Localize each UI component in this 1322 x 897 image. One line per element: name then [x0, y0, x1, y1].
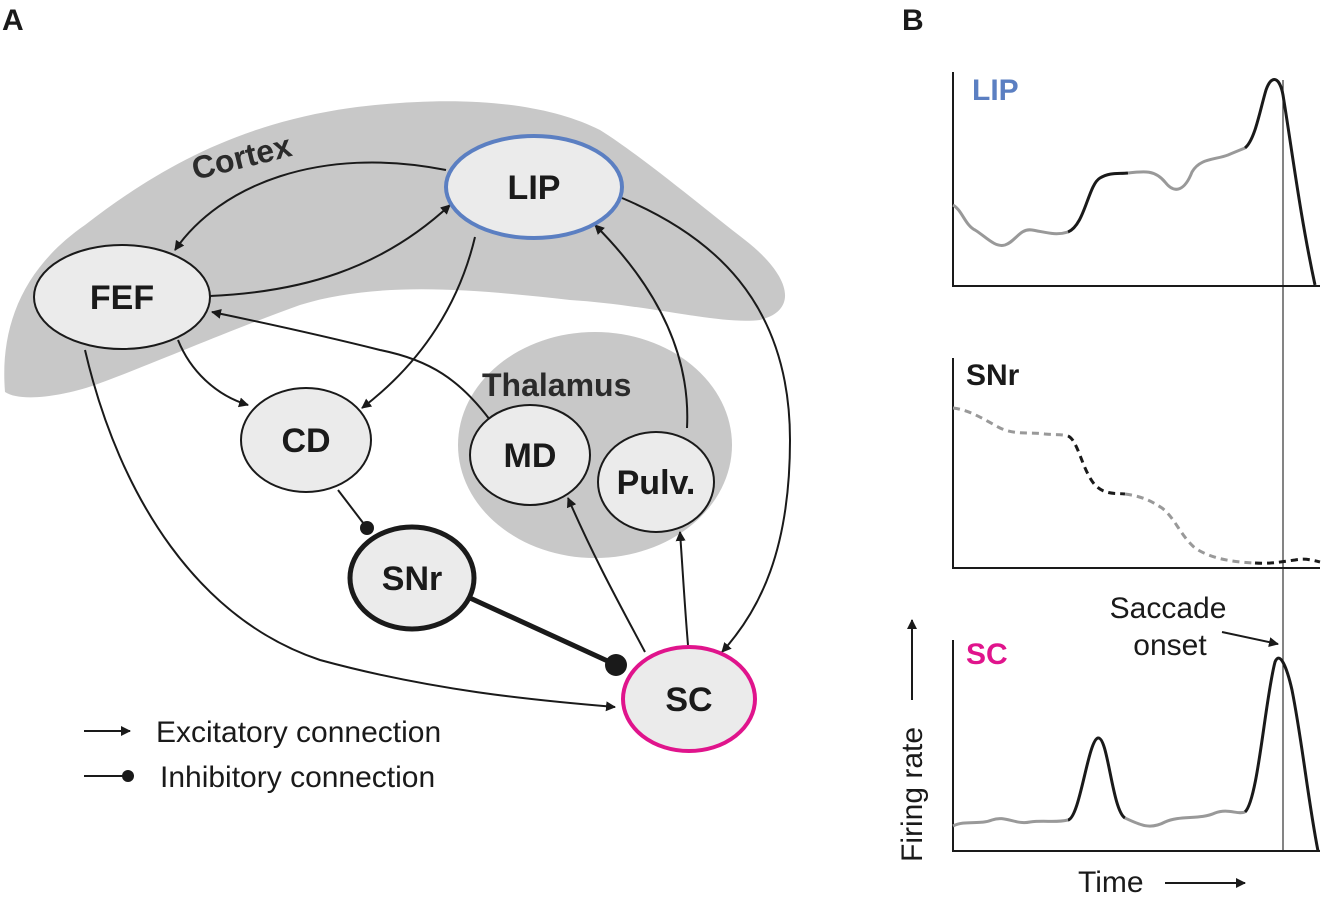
legend-inhibitory-dot: [122, 770, 134, 782]
lip-label: LIP: [508, 169, 561, 207]
lip-to-sc-connection: [621, 197, 792, 653]
cd-to-snr-inhibitory-dot: [360, 521, 374, 535]
cd-to-snr-connection: [337, 489, 368, 529]
lip-trace-black-1: [1067, 171, 1129, 234]
panel-b-label: B: [902, 4, 924, 37]
saccade-label-line1: Saccade: [1110, 592, 1227, 625]
sc-label: SC: [665, 681, 712, 719]
snr-to-sc-inhibitory-dot: [605, 654, 627, 676]
snr-label: SNr: [382, 560, 442, 598]
lip-trace-black-2: [1243, 78, 1317, 286]
snr-to-sc-connection: [468, 595, 614, 666]
pulv-to-lip-connection: [594, 224, 689, 429]
snr-trace-black-2: [1254, 557, 1321, 565]
lip-to-fef-connection: [174, 161, 447, 251]
legend-inhibitory-label: Inhibitory connection: [160, 761, 435, 794]
fef-to-sc-connection: [84, 349, 616, 712]
sc-axes: [952, 640, 1320, 852]
node-cd: CD: [240, 387, 372, 493]
sc-trace-gray-2: [1124, 809, 1246, 828]
sc-trace-black-1: [1067, 736, 1127, 822]
snr-trace-title: SNr: [966, 359, 1020, 392]
lip-axes: [952, 72, 1320, 287]
node-pulv: Pulv.: [597, 431, 715, 533]
node-md: MD: [469, 404, 591, 506]
legend: Excitatory connection Inhibitory connect…: [84, 716, 441, 794]
sc-to-pulv-connection: [675, 531, 689, 646]
node-fef: FEF: [33, 244, 211, 350]
lip-trace-plot: LIP: [952, 72, 1320, 287]
sc-trace-title: SC: [966, 638, 1008, 671]
node-lip: LIP: [444, 134, 624, 240]
snr-trace-gray-1: [952, 406, 1069, 438]
y-axis-label: Firing rate: [896, 727, 929, 862]
sc-trace-gray-1: [952, 817, 1069, 828]
md-to-fef-connection: [211, 308, 491, 421]
legend-excitatory-label: Excitatory connection: [156, 716, 441, 749]
md-label: MD: [504, 437, 557, 475]
sc-trace-plot: SC Saccade onset: [952, 592, 1320, 852]
saccade-pointer-arrow: [1221, 631, 1279, 648]
axis-labels: Firing rate Time: [896, 619, 1246, 897]
panel-a-label: A: [2, 4, 24, 37]
snr-trace-gray-2: [1124, 492, 1256, 565]
cd-label: CD: [281, 422, 330, 460]
saccade-label-line2: onset: [1133, 629, 1207, 662]
sc-trace-black-2: [1243, 656, 1320, 852]
snr-trace-plot: SNr: [952, 358, 1321, 569]
lip-trace-gray-2: [1127, 146, 1246, 191]
fef-to-cd-connection: [177, 339, 249, 408]
fef-to-lip-connection: [209, 204, 451, 297]
node-sc: SC: [621, 645, 757, 753]
thalamus-label: Thalamus: [482, 367, 631, 403]
lip-trace-title: LIP: [972, 74, 1019, 107]
node-snr: SNr: [347, 524, 477, 632]
snr-axes: [952, 358, 1320, 569]
lip-trace-gray-1: [952, 203, 1069, 247]
snr-trace-black-1: [1067, 434, 1126, 496]
connections: [84, 161, 792, 712]
lip-to-cd-connection: [361, 236, 476, 409]
pulv-label: Pulv.: [617, 464, 696, 502]
x-axis-label: Time: [1078, 866, 1144, 897]
fef-label: FEF: [90, 279, 154, 317]
sc-to-md-connection: [567, 497, 646, 653]
